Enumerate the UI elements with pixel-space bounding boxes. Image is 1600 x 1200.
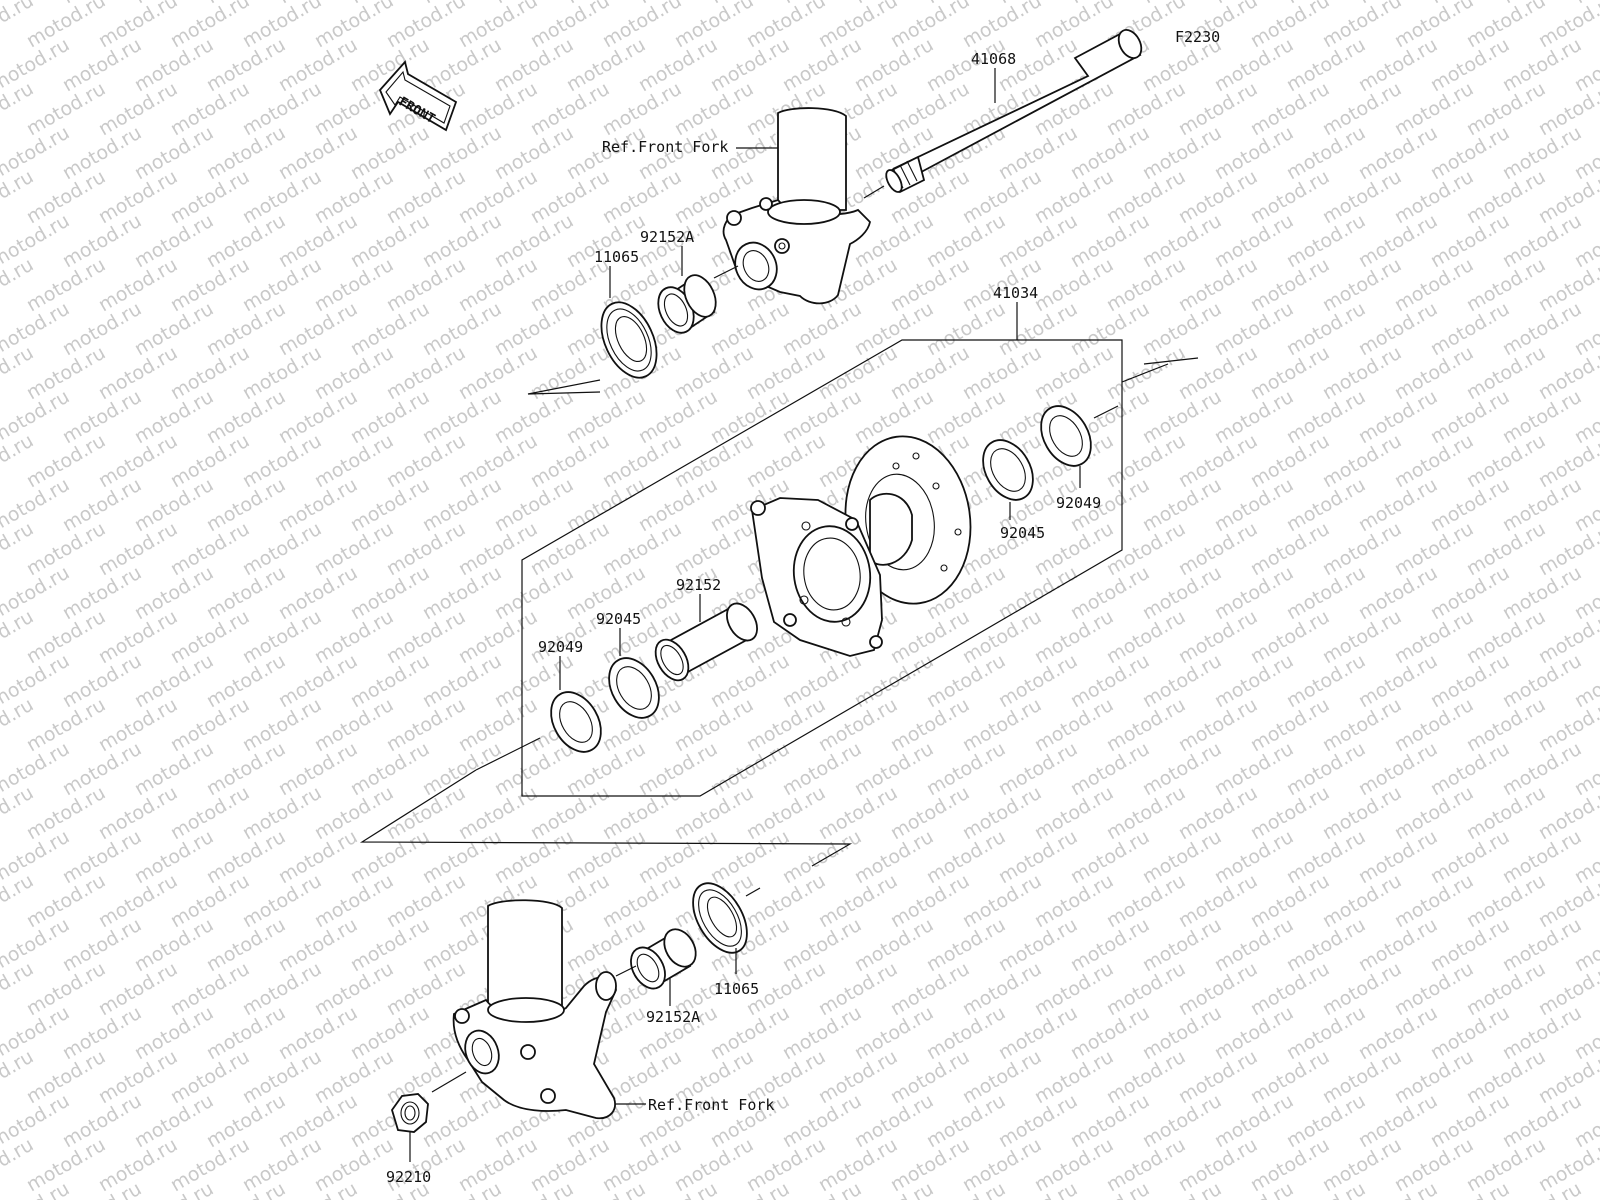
front-fork-lower: [452, 899, 617, 1120]
part-92152-label: 92152: [676, 576, 721, 594]
seal-left: [550, 691, 602, 753]
collar-top: [657, 274, 717, 334]
spacer: [654, 602, 758, 682]
part-92152a-top-label: 92152A: [640, 228, 694, 246]
seal-bottom: [692, 882, 748, 954]
front-fork-upper: [713, 107, 871, 305]
part-92049-right-label: 92049: [1056, 494, 1101, 512]
bearing-left: [608, 657, 660, 719]
part-92045-left-label: 92045: [596, 610, 641, 628]
part-41034-label: 41034: [993, 284, 1038, 302]
ref-front-fork-lower: Ref.Front Fork: [648, 1096, 774, 1114]
seal-right: [1040, 405, 1092, 467]
part-11065-top-label: 11065: [594, 248, 639, 266]
axle: [863, 29, 1143, 199]
part-92049-left-label: 92049: [538, 638, 583, 656]
figure-code: F2230: [1175, 28, 1220, 46]
seal-top: [600, 301, 658, 379]
part-92152a-bottom-label: 92152A: [646, 1008, 700, 1026]
part-11065-bottom-label: 11065: [714, 980, 759, 998]
ref-front-fork-upper: Ref.Front Fork: [602, 138, 728, 156]
part-92210-label: 92210: [386, 1168, 431, 1186]
part-92045-right-label: 92045: [1000, 524, 1045, 542]
watermark-text: motod.ru: [0, 1178, 1, 1200]
watermark-text: motod.ru: [1571, 0, 1600, 8]
collar-bottom: [630, 928, 697, 990]
wheel-hub: [750, 435, 972, 657]
part-41068-label: 41068: [971, 50, 1016, 68]
axle-nut: [391, 1093, 429, 1133]
bearing-right: [982, 439, 1034, 501]
